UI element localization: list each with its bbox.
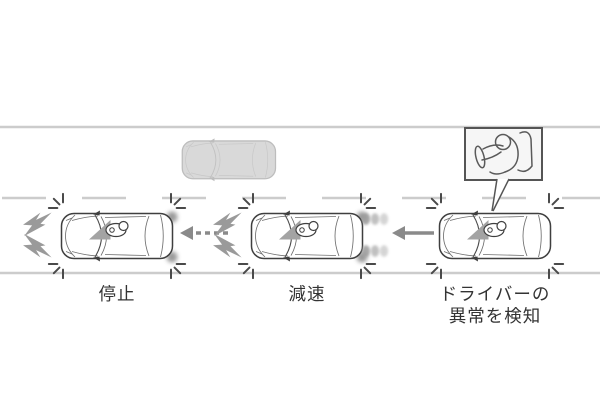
car-stop [21, 190, 189, 282]
motion-dots-icon [361, 213, 389, 257]
gray-car-top-view-icon [181, 137, 277, 182]
label-detect-line2: 異常を検知 [448, 306, 542, 326]
driver-abnormality-inset [464, 127, 543, 212]
label-detect-line1: ドライバーの [439, 284, 551, 304]
label-detect: ドライバーの 異常を検知 [417, 283, 573, 327]
slumped-driver-icon [474, 131, 533, 175]
lightning-bolt-icon [211, 208, 242, 262]
car-decelerate [211, 190, 389, 282]
callout-tail [491, 178, 510, 212]
solid-left-arrow-icon [392, 226, 434, 240]
lightning-bolt-icon [21, 208, 52, 262]
label-decelerate: 減速 [288, 284, 326, 304]
label-stop: 停止 [98, 284, 136, 304]
dashed-left-arrow-icon [180, 226, 228, 240]
